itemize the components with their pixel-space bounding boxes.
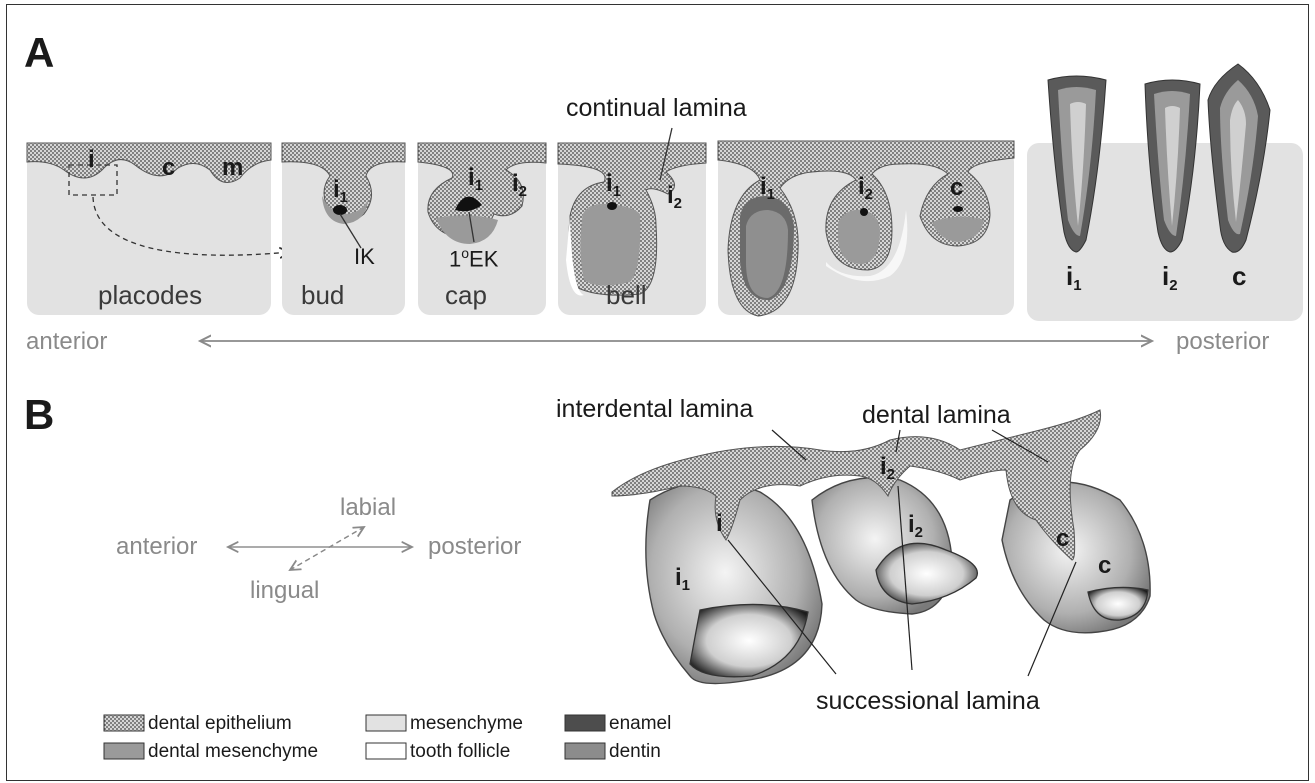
- tooth-germ-model: [612, 410, 1150, 684]
- orientation-labial: labial: [340, 496, 396, 520]
- erupted-tooth-label-3: c: [1232, 263, 1246, 293]
- placode-label-m: m: [222, 156, 243, 180]
- stage-label-cap: cap: [445, 282, 487, 308]
- lamina-letter-c: c: [1056, 527, 1069, 554]
- lamina-letter-i1: i: [716, 512, 723, 539]
- cap-tooth-label-1: i1: [468, 166, 483, 193]
- orientation-anterior: anterior: [116, 535, 197, 559]
- interdental-lamina-label: interdental lamina: [556, 397, 753, 422]
- bell-tooth-label-2: i2: [667, 184, 682, 211]
- stage-box-late-bell: [718, 141, 1014, 316]
- cap-tooth-label-2: i2: [512, 172, 527, 199]
- placode-label-i: i: [88, 148, 95, 172]
- germ-label-c: c: [1098, 554, 1111, 581]
- orientation-posterior: posterior: [428, 535, 521, 559]
- axis-anterior-label: anterior: [26, 330, 107, 354]
- legend-label-tooth-follicle: tooth follicle: [410, 742, 510, 761]
- stage-label-placodes: placodes: [98, 282, 202, 308]
- placode-label-c: c: [162, 156, 175, 180]
- legend-label-mesenchyme: mesenchyme: [410, 714, 523, 733]
- orientation-lingual: lingual: [250, 579, 319, 603]
- bell-tooth-label-1: i1: [606, 172, 621, 199]
- axis-posterior-label: posterior: [1176, 330, 1269, 354]
- legend-label-enamel: enamel: [609, 714, 671, 733]
- stage-label-bell: bell: [606, 282, 646, 308]
- erupted-tooth-label-2: i2: [1162, 263, 1178, 293]
- bud-tooth-label: i1: [333, 178, 348, 205]
- lamina-letter-i2: i2: [880, 455, 895, 482]
- ik-label: IK: [354, 246, 375, 268]
- continual-lamina-label: continual lamina: [566, 96, 747, 121]
- legend-label-dental-mesenchyme: dental mesenchyme: [148, 742, 318, 761]
- legend-label-dentin: dentin: [609, 742, 661, 761]
- late-tooth-label-2: i2: [858, 175, 873, 202]
- stage-label-bud: bud: [301, 282, 344, 308]
- germ-label-i2: i2: [908, 513, 923, 540]
- legend-label-dental-epithelium: dental epithelium: [148, 714, 292, 733]
- late-tooth-label-1: i1: [760, 175, 775, 202]
- erupted-tooth-label-1: i1: [1066, 263, 1082, 293]
- panel-label-a: A: [24, 32, 54, 74]
- primary-ek-label: 1oEK: [449, 246, 498, 270]
- panel-label-b: B: [24, 394, 54, 436]
- late-tooth-label-3: c: [950, 176, 963, 203]
- successional-lamina-label: successional lamina: [816, 689, 1040, 714]
- dental-lamina-label: dental lamina: [862, 403, 1011, 428]
- orientation-compass: [228, 527, 412, 570]
- germ-label-i1: i1: [675, 566, 690, 593]
